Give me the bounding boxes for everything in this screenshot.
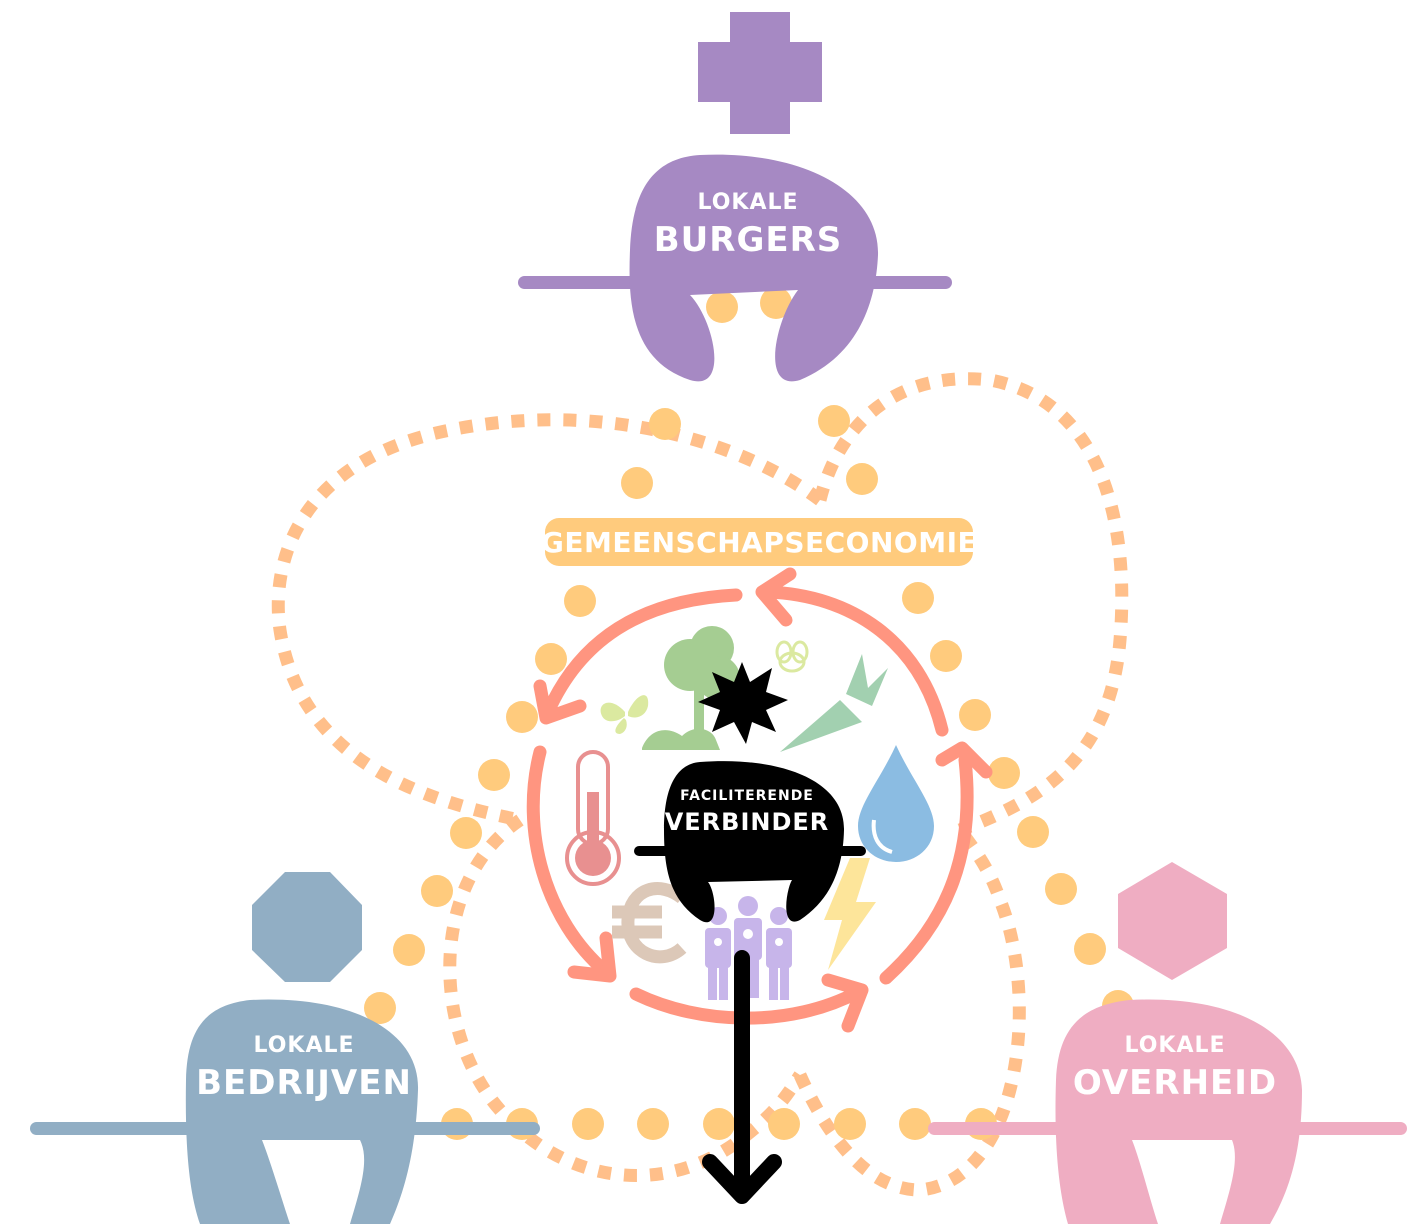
cycle-arrowhead-left bbox=[567, 931, 617, 983]
water-drop-icon bbox=[858, 745, 934, 862]
verbinder-label-big: VERBINDER bbox=[665, 808, 830, 836]
bedrijven-label-small: LOKALE bbox=[253, 1033, 354, 1058]
burgers-label-small: LOKALE bbox=[697, 190, 798, 215]
cycle-arrowhead-right bbox=[935, 741, 993, 779]
actor-verbinder: FACILITERENDE VERBINDER bbox=[634, 761, 866, 923]
virus-icon bbox=[698, 662, 788, 744]
cycle-arrows bbox=[526, 567, 993, 1033]
burgers-body bbox=[629, 154, 879, 382]
thermometer-icon bbox=[565, 750, 621, 886]
dashed-loop-left bbox=[271, 413, 824, 827]
burgers-label-big: BURGERS bbox=[654, 220, 843, 260]
carrot-icon bbox=[780, 654, 888, 752]
verbinder-body bbox=[664, 761, 845, 923]
actor-burgers: LOKALE BURGERS bbox=[518, 12, 952, 382]
bedrijven-label-big: BEDRIJVEN bbox=[196, 1063, 412, 1103]
lightning-icon bbox=[824, 858, 876, 970]
bee-icon bbox=[775, 640, 809, 673]
actor-overheid: LOKALE OVERHEID bbox=[928, 862, 1407, 1224]
cycle-arc-right bbox=[879, 753, 974, 985]
overheid-label-big: OVERHEID bbox=[1073, 1063, 1277, 1103]
butterfly-icon bbox=[600, 695, 649, 734]
overheid-hexagon-head-icon bbox=[1118, 862, 1227, 980]
badge-label: GEMEENSCHAPSECONOMIE bbox=[541, 526, 977, 559]
actor-bedrijven: LOKALE BEDRIJVEN bbox=[30, 872, 540, 1224]
cycle-arc-top-left bbox=[541, 588, 743, 719]
cycle-arc-left bbox=[526, 745, 613, 979]
euro-icon bbox=[612, 882, 687, 964]
cycle-arc-top-right bbox=[761, 585, 949, 737]
cycle-arrowhead-bottom bbox=[821, 973, 869, 1033]
overheid-body bbox=[1055, 999, 1302, 1224]
verbinder-label-small: FACILITERENDE bbox=[680, 788, 814, 804]
down-arrow-icon bbox=[702, 950, 782, 1204]
cycle-arrowhead-top-left bbox=[533, 679, 587, 725]
tree-icon bbox=[642, 626, 740, 750]
gemeenschapseconomie-badge: GEMEENSCHAPSECONOMIE bbox=[541, 518, 977, 566]
bedrijven-octagon-head-icon bbox=[252, 872, 362, 982]
overheid-label-small: LOKALE bbox=[1124, 1033, 1225, 1058]
burgers-cross-head-icon bbox=[698, 12, 822, 134]
dashed-loop-bottom-right bbox=[794, 826, 1026, 1197]
bedrijven-body bbox=[185, 999, 419, 1224]
cycle-arrowhead-top-right bbox=[755, 567, 797, 627]
